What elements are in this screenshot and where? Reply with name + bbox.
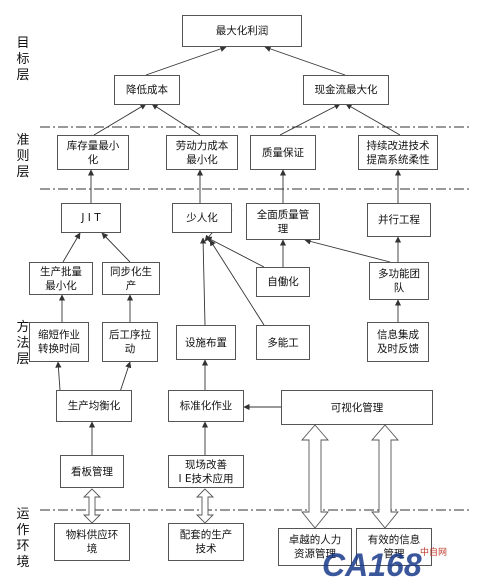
node-continuous-improvement: 持续改进技术 提高系统柔性 (358, 135, 438, 170)
arrow-jidoka-to-fewpeople (205, 236, 265, 268)
arrow-batch-to-jit (62, 232, 81, 263)
node-supply-env: 物料供应环 境 (54, 523, 130, 561)
node-few-people: 少人化 (172, 203, 232, 233)
watermark-logo-text: CA168 (322, 547, 422, 582)
node-min-labor-cost: 劳动力成本 最小化 (166, 135, 238, 170)
arrow-improve-to-cashflow (345, 103, 401, 136)
layer-label-criteria: 准 则 层 (16, 133, 30, 180)
arrow-multiskill-to-fewpeople (209, 239, 265, 326)
node-jit: J I T (61, 203, 121, 233)
node-multi-skill: 多能工 (256, 325, 310, 360)
node-support-tech: 配套的生产 技术 (168, 523, 244, 561)
node-site-improve: 现场改善 I E技术应用 (168, 455, 244, 488)
arrow-team-to-tqm (304, 238, 391, 263)
node-quality-assurance: 质量保证 (250, 135, 316, 170)
node-multi-team: 多功能团 队 (369, 262, 429, 300)
node-short-changeover: 缩短作业 转换时间 (29, 322, 89, 362)
connection-arrows (55, 45, 402, 455)
node-max-profit: 最大化利润 (182, 15, 302, 47)
arrow-layout-to-fewpeople (199, 237, 207, 326)
node-max-cashflow: 现金流最大化 (303, 75, 389, 105)
double-arrow-kanban-supply (82, 488, 102, 524)
node-jidoka: 自働化 (256, 267, 310, 297)
layer-separators (40, 126, 470, 511)
node-min-batch: 生产批量 最小化 (29, 262, 93, 295)
node-facility-layout: 设施布置 (176, 325, 236, 360)
arrow-leveling-to-pull (119, 361, 132, 393)
arrow-cashflow-to-profit (264, 45, 346, 76)
double-arrow-visual-hr (301, 424, 329, 529)
node-info-env: 有效的信息 管理 (356, 528, 432, 566)
node-kanban: 看板管理 (60, 455, 124, 488)
node-synchronized: 同步化生 产 (102, 262, 160, 295)
double-arrow-site-tech (195, 488, 215, 524)
watermark-site-text: 中自网 (420, 548, 448, 558)
arrow-quality-to-cashflow (279, 103, 341, 136)
node-visual-mgmt: 可视化管理 (281, 390, 433, 425)
layer-label-goal: 目 标 层 (16, 36, 30, 83)
node-min-inventory: 库存量最小 化 (57, 135, 129, 170)
arrow-leveling-to-changeover (55, 361, 62, 391)
layer-label-method: 方 法 层 (16, 320, 30, 367)
node-pull-process: 后工序拉 动 (102, 322, 158, 362)
layer-label-environment: 运 作 环 境 (16, 507, 30, 570)
node-hr-env: 卓越的人力 资源管理 (278, 528, 352, 566)
node-reduce-cost: 降低成本 (114, 75, 180, 105)
arrow-sync-to-jit (101, 232, 131, 263)
node-tqm: 全面质量管 理 (246, 203, 320, 240)
watermark-logo: CA168 (322, 547, 422, 582)
node-standard-work: 标准化作业 (168, 390, 244, 422)
node-concurrent-eng: 并行工程 (367, 203, 431, 237)
arrow-reduce-cost-to-profit (145, 45, 227, 76)
arrow-inventory-to-cost (93, 103, 147, 136)
arrow-labor-to-cost (151, 103, 201, 136)
node-info-feedback: 信息集成 及时反馈 (367, 322, 429, 362)
double-arrow-visual-info (371, 424, 399, 529)
node-leveling: 生产均衡化 (56, 390, 132, 422)
